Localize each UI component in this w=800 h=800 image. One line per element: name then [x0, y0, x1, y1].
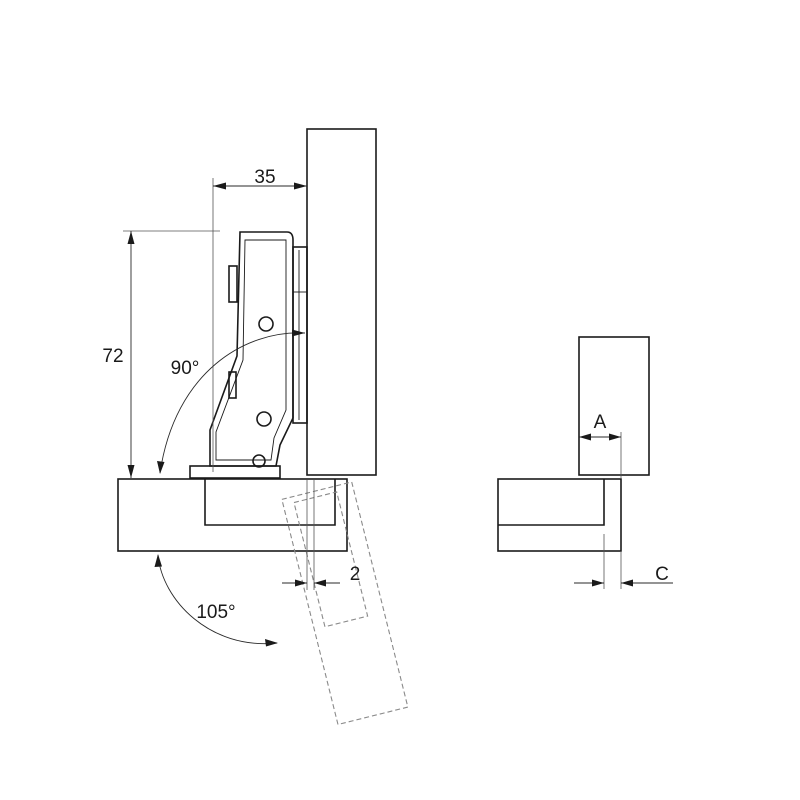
arrow-2-left [295, 579, 307, 587]
hinge-cup-recess [204, 479, 336, 526]
hinge-arm-outline [209, 231, 294, 467]
door-panel [117, 478, 348, 552]
arrow-2-right [314, 579, 326, 587]
hinge-cup-flange [189, 465, 281, 479]
screw-middle [256, 411, 272, 427]
overlay-detail-view: A C [497, 336, 673, 589]
dimension-72: 72 [102, 230, 220, 478]
hinge-arm [189, 231, 308, 479]
detail-door-panel [497, 478, 622, 552]
arrow-c-left [592, 579, 604, 587]
label-a: A [594, 412, 607, 433]
label-90: 90° [171, 358, 200, 379]
arrow-90-bottom [157, 461, 165, 474]
arrow-90-top [292, 329, 305, 337]
arrow-105-bottom [265, 639, 278, 647]
arrow-105-top [154, 554, 162, 567]
arrow-35-right [294, 182, 307, 190]
arrow-72-bottom [127, 465, 135, 478]
cabinet-side-panel [306, 128, 377, 476]
screw-lower [252, 454, 266, 468]
adjustment-cam [228, 265, 238, 303]
detail-cabinet-side [578, 336, 650, 476]
dimension-2: 2 [282, 480, 360, 590]
screw-upper [258, 316, 274, 332]
opened-door-ghost [281, 481, 409, 726]
dimension-35: 35 [212, 167, 307, 472]
dimension-a: A [579, 412, 622, 479]
label-105: 105° [196, 602, 235, 623]
angle-105: 105° [154, 554, 278, 647]
opened-door-outline [281, 481, 409, 726]
opened-cup-outline [293, 491, 369, 628]
dimension-c: C [574, 534, 673, 589]
arrow-a-left [579, 433, 591, 441]
adjustment-screw-slot [228, 371, 237, 399]
hinge-installation-view: 35 72 90° 105° [102, 128, 409, 726]
arc-90 [159, 332, 306, 474]
label-35: 35 [254, 167, 275, 188]
angle-90: 90° [157, 329, 306, 474]
arc-105 [157, 554, 278, 645]
detail-door-rebate [498, 479, 605, 526]
arrow-35-left [213, 182, 226, 190]
arrow-c-right [621, 579, 633, 587]
arrow-72-top [127, 231, 135, 244]
hinge-arm-inner-edge [215, 239, 287, 461]
label-2: 2 [350, 564, 361, 585]
label-72: 72 [102, 346, 123, 367]
arrow-a-right [609, 433, 621, 441]
label-c: C [655, 564, 669, 585]
